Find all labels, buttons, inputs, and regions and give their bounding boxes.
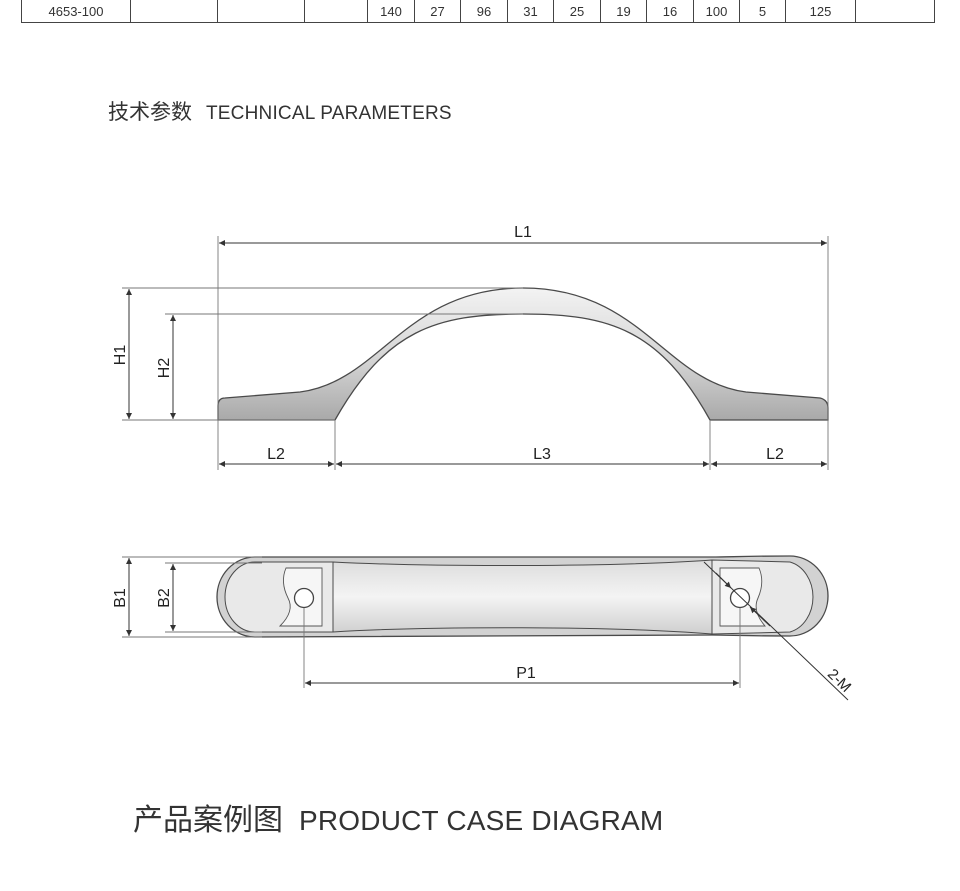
table-cell: 96 <box>460 0 508 23</box>
label-L1: L1 <box>514 224 532 241</box>
label-B1: B1 <box>112 588 129 608</box>
table-cell: 19 <box>600 0 647 23</box>
heading-en: TECHNICAL PARAMETERS <box>206 103 452 124</box>
heading-cn: 技术参数 <box>108 100 192 124</box>
model-cell: 4653-100 <box>21 0 131 23</box>
label-P1: P1 <box>516 665 536 682</box>
label-L2-right: L2 <box>766 446 784 463</box>
side-view: L1 L2 L3 L2 H1 H2 <box>112 224 829 470</box>
handle-grip <box>332 559 713 635</box>
handle-side-profile <box>217 287 829 421</box>
table-row: 4653-100 140 27 96 31 25 19 16 100 5 125 <box>21 0 935 23</box>
heading-en: PRODUCT CASE DIAGRAM <box>299 805 664 836</box>
label-H2: H2 <box>156 358 173 379</box>
spec-table: 4653-100 140 27 96 31 25 19 16 100 5 125 <box>21 0 935 23</box>
label-L3: L3 <box>533 446 551 463</box>
product-case-diagram-heading: 产品案例图 PRODUCT CASE DIAGRAM <box>133 795 663 839</box>
mount-hole-left <box>293 587 315 609</box>
label-H1: H1 <box>112 345 129 366</box>
top-view: B1 B2 P1 2-M <box>112 555 854 701</box>
table-cell: 125 <box>785 0 856 23</box>
table-cell: 25 <box>553 0 601 23</box>
mount-hole-right <box>729 587 751 609</box>
table-cell: 16 <box>646 0 694 23</box>
table-cell: 5 <box>739 0 786 23</box>
table-cell: 140 <box>367 0 415 23</box>
label-M: 2-M <box>824 666 854 696</box>
label-B2: B2 <box>156 588 173 608</box>
table-cell: 31 <box>507 0 554 23</box>
heading-cn: 产品案例图 <box>133 803 283 838</box>
table-cell <box>855 0 935 23</box>
technical-parameters-heading: 技术参数 TECHNICAL PARAMETERS <box>108 96 452 126</box>
label-L2-left: L2 <box>267 446 285 463</box>
